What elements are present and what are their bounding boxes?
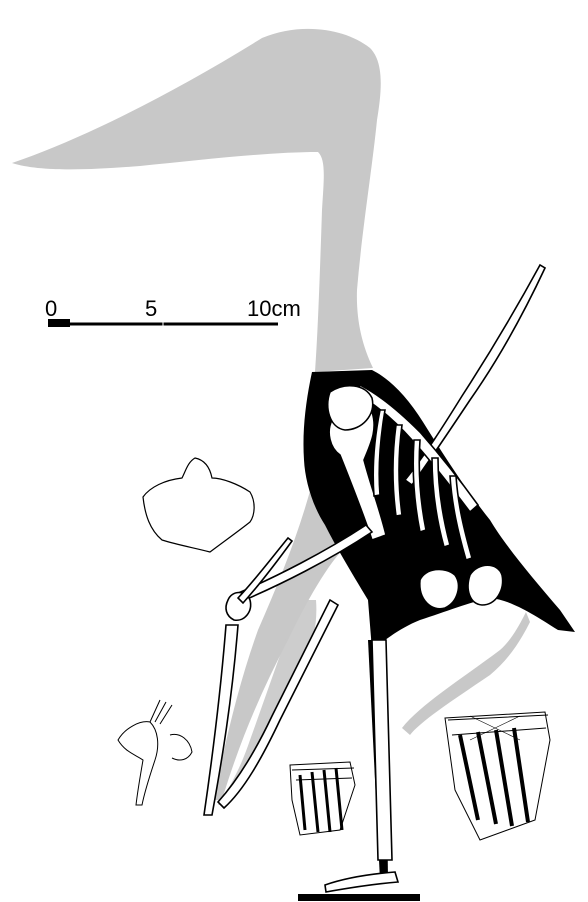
scale-bar: 0 5 10cm (45, 296, 301, 327)
pes-sketch-middle (290, 762, 355, 835)
scale-bar-black-segment (48, 319, 70, 327)
scale-label-0: 0 (45, 296, 57, 321)
foot-bone (325, 872, 398, 892)
manus-sketch-left (118, 700, 192, 805)
scale-label-5: 5 (145, 296, 157, 321)
bottom-scale-bar (298, 894, 420, 901)
tibia-bone (372, 640, 392, 860)
scale-label-10cm: 10cm (247, 296, 301, 321)
pes-sketch-right (445, 712, 550, 840)
sternum-outline (143, 458, 254, 552)
